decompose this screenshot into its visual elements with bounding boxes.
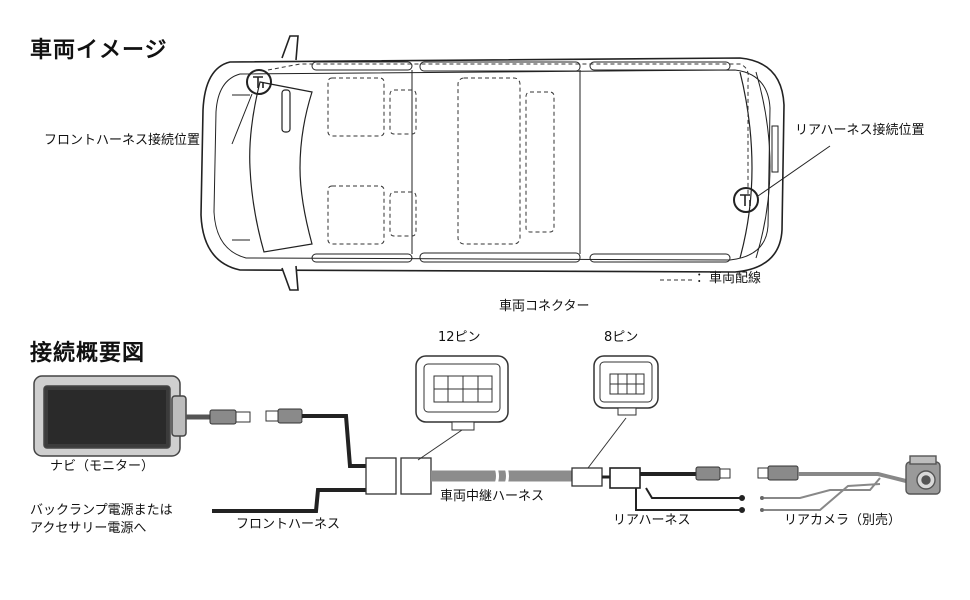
rear-hatch <box>739 71 753 259</box>
monitor-rca-cable <box>186 409 251 425</box>
backlamp-power-label-line1: バックランプ電源または <box>30 503 173 518</box>
rear-camera-label: リアカメラ（別売） <box>784 513 902 528</box>
rear-harness-box <box>609 467 641 489</box>
backlamp-power-label-line2: アクセサリー電源へ <box>30 521 147 536</box>
navi-monitor-label: ナビ（モニター） <box>50 459 155 474</box>
front-connection-marker <box>246 69 272 95</box>
vehicle-wiring <box>267 63 749 196</box>
windshield <box>249 81 313 253</box>
front-harness-connector <box>365 457 397 495</box>
right-mirror <box>281 265 299 291</box>
relay-harness-cable <box>431 465 572 487</box>
backlamp-wire <box>212 488 366 513</box>
front-harness-position-label: フロントハーネス接続位置 <box>44 133 201 148</box>
vehicle-body-outline <box>200 57 785 273</box>
vehicle-wiring-legend-label: ：車両配線 <box>696 271 762 286</box>
rear-connection-marker <box>733 187 759 213</box>
left-mirror <box>281 35 299 61</box>
rear-harness-rca <box>640 466 731 481</box>
rear-harness-wires <box>635 487 745 513</box>
connector-8pin <box>593 355 659 416</box>
rear-camera-cable <box>757 465 911 512</box>
connection-section-title: 接続概要図 <box>30 341 146 366</box>
relay-harness-connector-rear <box>571 467 603 487</box>
front-harness-label: フロントハーネス <box>236 517 341 532</box>
rear-harness-position-label: リアハーネス接続位置 <box>795 123 925 138</box>
navi-monitor <box>33 375 187 457</box>
vehicle-section-title: 車両イメージ <box>30 38 168 63</box>
front-harness-rca <box>265 408 366 471</box>
relay-harness-connector-front <box>400 457 432 495</box>
pin8-label: 8ピン <box>604 330 639 345</box>
vehicle-connector-label: 車両コネクター <box>499 299 590 314</box>
pin12-label: 12ピン <box>438 330 481 345</box>
rear-harness-label: リアハーネス <box>613 513 691 528</box>
rear-camera <box>905 455 941 495</box>
connector-12pin <box>415 355 509 431</box>
relay-harness-label: 車両中継ハーネス <box>440 489 545 504</box>
